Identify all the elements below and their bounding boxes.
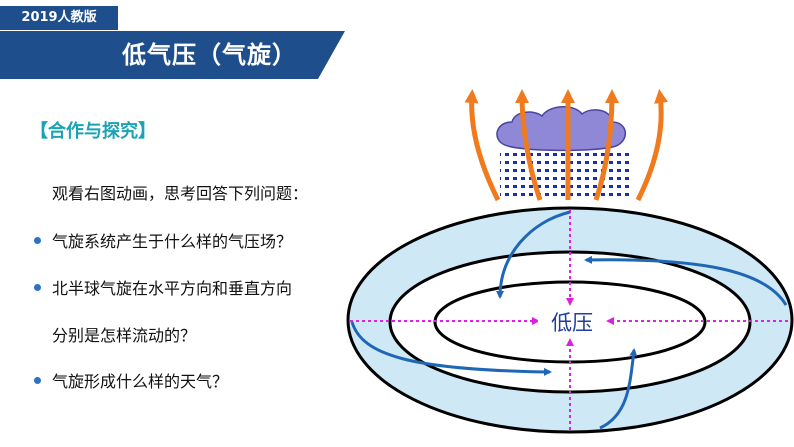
rising-air-arrow-5 [635, 89, 668, 202]
bullet-icon [34, 284, 41, 291]
question-1: 气旋系统产生于什么样的气压场？ [52, 232, 293, 251]
flow-arrow-west [350, 321, 552, 376]
center-label-bg [538, 307, 606, 335]
question-2-continued: 分别是怎样流动的？ [52, 326, 197, 345]
title-bar [0, 31, 345, 79]
bullet-icon [34, 237, 41, 244]
bullet-icon [34, 377, 41, 384]
title-bar-shape [0, 31, 345, 79]
rising-air-arrow-4 [593, 89, 619, 201]
cloud-icon [496, 106, 626, 152]
rising-air-arrow-1 [464, 89, 501, 202]
section-label: 【合作与探究】 [30, 121, 156, 142]
rising-air-arrow-2 [515, 89, 543, 201]
edition-badge: 2019人教版 [0, 6, 118, 30]
flow-arrow-north [496, 210, 571, 299]
flow-arrow-east [584, 255, 788, 306]
intro-text: 观看右图动画，思考回答下列问题： [52, 184, 309, 203]
page-title: 低气压（气旋） [122, 41, 297, 69]
flow-arrow-south [599, 348, 638, 430]
question-3: 气旋形成什么样的天气？ [52, 372, 229, 391]
rain-area [500, 148, 630, 198]
question-2: 北半球气旋在水平方向和垂直方向 [52, 279, 293, 298]
low-pressure-label: 低压 [551, 311, 593, 335]
